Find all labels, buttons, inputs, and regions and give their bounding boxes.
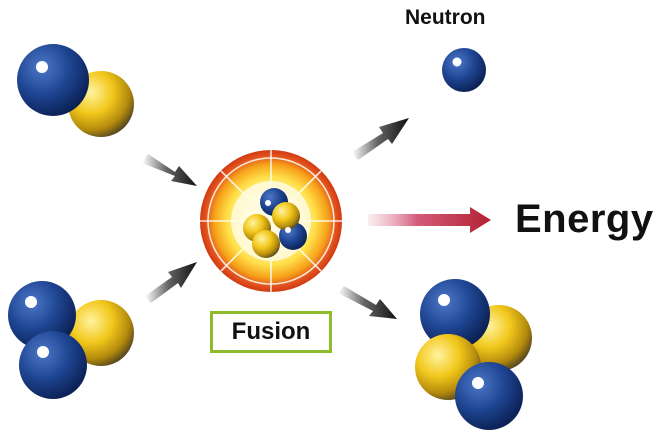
energy-label: Energy: [515, 197, 654, 241]
helium-nucleus-icon: [415, 279, 532, 430]
arrow-in-top: [142, 154, 197, 186]
deuterium-nucleus-icon: [17, 44, 134, 137]
arrow-in-bottom: [145, 262, 197, 303]
neutron-label: Neutron: [405, 6, 486, 29]
tritium-nucleus-icon: [8, 281, 134, 399]
fusion-label: Fusion: [231, 318, 311, 345]
arrow-out-neutron: [352, 118, 409, 160]
energy-arrow-icon: [368, 207, 491, 233]
arrow-out-helium: [338, 286, 397, 319]
fusion-burst-icon: [200, 150, 342, 292]
fusion-label-box: Fusion: [210, 311, 332, 353]
neutron-icon: [442, 48, 486, 92]
